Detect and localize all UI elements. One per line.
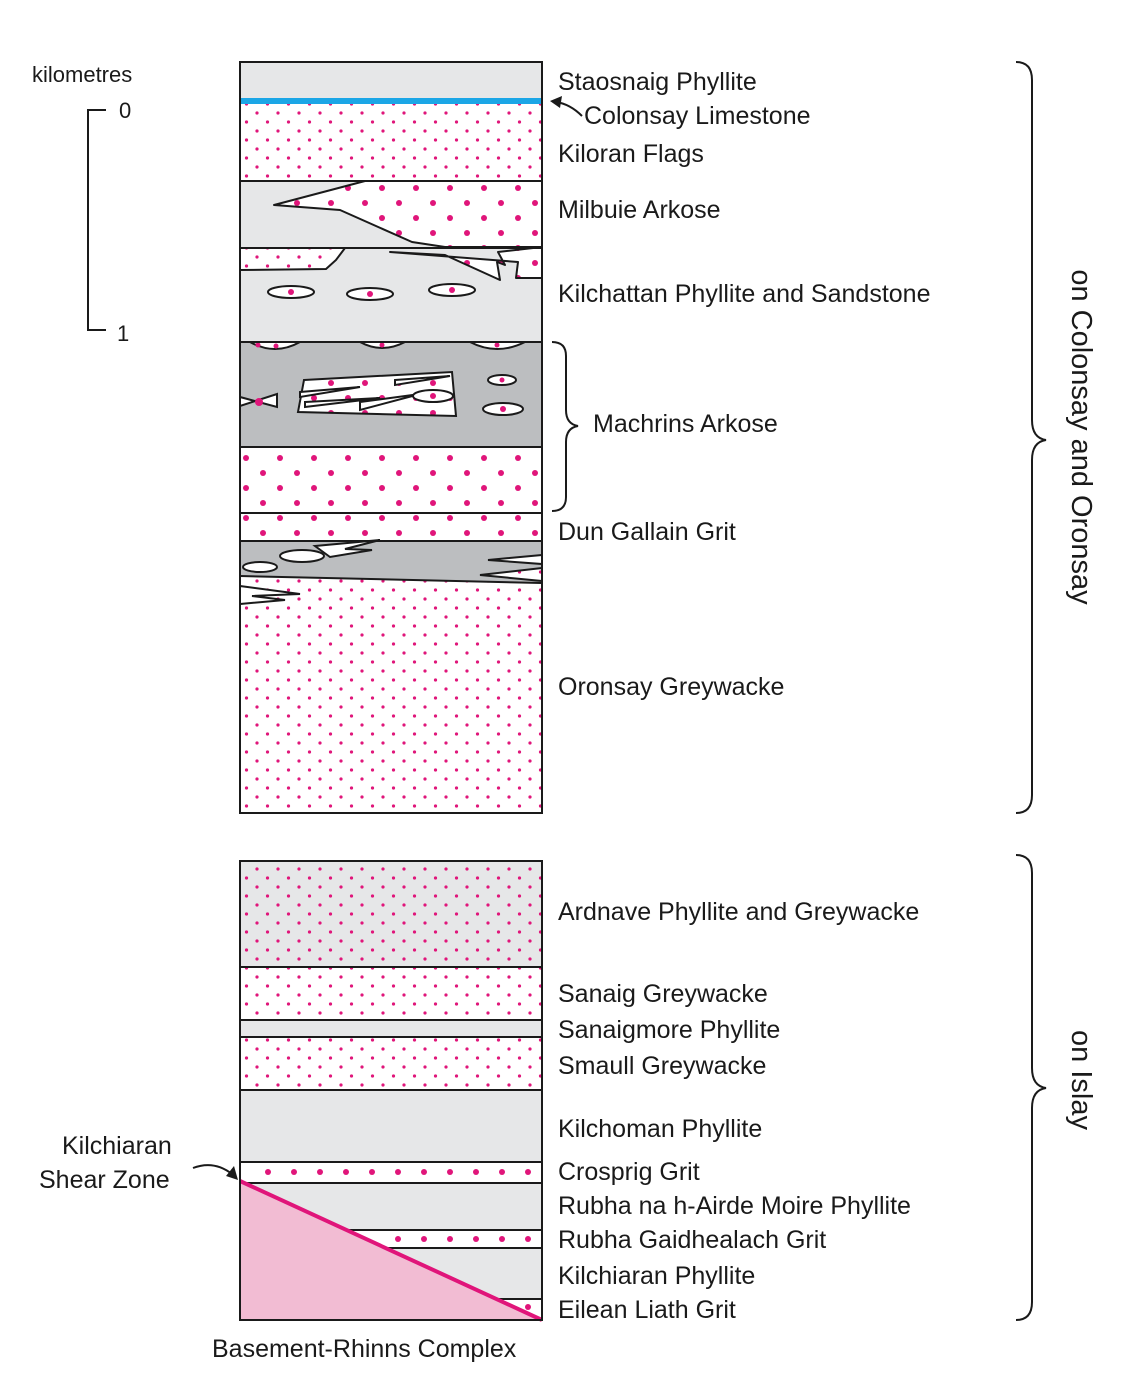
machrins-slab-streaks xyxy=(299,375,451,412)
label-sanaig-greywacke: Sanaig Greywacke xyxy=(558,980,768,1008)
label-kilchoman-phyllite: Kilchoman Phyllite xyxy=(558,1115,762,1143)
label-colonsay-limestone: Colonsay Limestone xyxy=(584,102,811,130)
kilchiaran-shear-zone-line xyxy=(239,1179,543,1322)
scale-tick-top: 0 xyxy=(119,98,131,123)
group-braces: on Colonsay and Oronsay on Islay xyxy=(1015,61,1097,1321)
label-kiloran-flags: Kiloran Flags xyxy=(558,140,704,168)
scale-bracket xyxy=(87,109,106,331)
shear-zone-annotation: Kilchiaran Shear Zone xyxy=(39,1132,238,1194)
machrins-bracket xyxy=(551,341,579,512)
upper-bed-boundaries xyxy=(239,180,543,584)
group-label-islay: on Islay xyxy=(1065,1030,1097,1130)
bed-kilchattan-sandstone-top xyxy=(239,247,347,272)
basement-label: Basement-Rhinns Complex xyxy=(212,1335,517,1363)
colonsay-limestone-arrow xyxy=(550,96,583,117)
scale-unit-label: kilometres xyxy=(32,62,132,87)
lower-column-outline xyxy=(239,860,543,1321)
transition-features xyxy=(242,539,543,583)
bed-machrins-dotted xyxy=(240,447,542,512)
label-sanaigmore-phyllite: Sanaigmore Phyllite xyxy=(558,1016,780,1044)
machrins-lenses xyxy=(239,374,524,416)
label-rubha-na-h-airde-moire-phyllite: Rubha na h-Airde Moire Phyllite xyxy=(558,1192,911,1220)
eilean-liath-grit-dot xyxy=(525,1304,531,1310)
lower-column: Ardnave Phyllite and Greywacke Sanaig Gr… xyxy=(39,860,919,1363)
bed-smaull-greywacke xyxy=(240,1038,542,1090)
bed-crosprig-grit xyxy=(240,1163,542,1183)
bed-dun-gallain-grit xyxy=(240,513,542,540)
label-kilchattan-phyllite-sandstone: Kilchattan Phyllite and Sandstone xyxy=(558,280,930,308)
kilchattan-lenses xyxy=(267,283,476,301)
scale-tick-bottom: 1 xyxy=(117,321,129,346)
label-smaull-greywacke: Smaull Greywacke xyxy=(558,1052,766,1080)
scale-bar: kilometres 0 1 xyxy=(32,62,132,346)
bed-kilchattan-interfinger xyxy=(389,246,543,281)
bed-ardnave-phyllite-greywacke xyxy=(240,861,542,967)
label-oronsay-greywacke: Oronsay Greywacke xyxy=(558,673,784,701)
label-milbuie-arkose: Milbuie Arkose xyxy=(558,196,721,224)
label-crosprig-grit: Crosprig Grit xyxy=(558,1158,700,1186)
machrins-arkose-slab xyxy=(296,370,458,418)
upper-unit-labels: Staosnaig Phyllite Colonsay Limestone Ki… xyxy=(558,68,930,701)
label-ardnave-phyllite-greywacke: Ardnave Phyllite and Greywacke xyxy=(558,898,919,926)
upper-column-outline xyxy=(239,61,543,814)
label-dun-gallain-grit: Dun Gallain Grit xyxy=(558,518,736,546)
upper-column: Staosnaig Phyllite Colonsay Limestone Ki… xyxy=(239,61,930,814)
label-rubha-gaidhealach-grit: Rubha Gaidhealach Grit xyxy=(558,1226,826,1254)
label-staosnaig-phyllite: Staosnaig Phyllite xyxy=(558,68,757,96)
group-label-colonsay-oronsay: on Colonsay and Oronsay xyxy=(1065,269,1097,605)
rubha-gaidhealach-grit-dots xyxy=(395,1236,531,1242)
label-kilchiaran-phyllite: Kilchiaran Phyllite xyxy=(558,1262,755,1290)
shear-zone-label-line2: Shear Zone xyxy=(39,1166,170,1194)
bed-sanaig-greywacke xyxy=(240,968,542,1020)
bed-oronsay-greywacke xyxy=(240,576,542,813)
bed-kiloran-flags xyxy=(240,104,542,180)
label-eilean-liath-grit: Eilean Liath Grit xyxy=(558,1296,736,1324)
lower-unit-labels: Ardnave Phyllite and Greywacke Sanaig Gr… xyxy=(558,898,919,1324)
bed-staosnaig-phyllite xyxy=(240,62,542,100)
bed-sanaigmore-phyllite xyxy=(240,1021,542,1037)
crosprig-grit-dots xyxy=(265,1169,531,1175)
bed-kilchoman-phyllite xyxy=(240,1091,542,1162)
brace-colonsay-oronsay xyxy=(1015,61,1047,814)
brace-islay xyxy=(1015,854,1047,1321)
shear-zone-label-line1: Kilchiaran xyxy=(62,1132,172,1160)
label-machrins-arkose: Machrins Arkose xyxy=(593,410,778,438)
